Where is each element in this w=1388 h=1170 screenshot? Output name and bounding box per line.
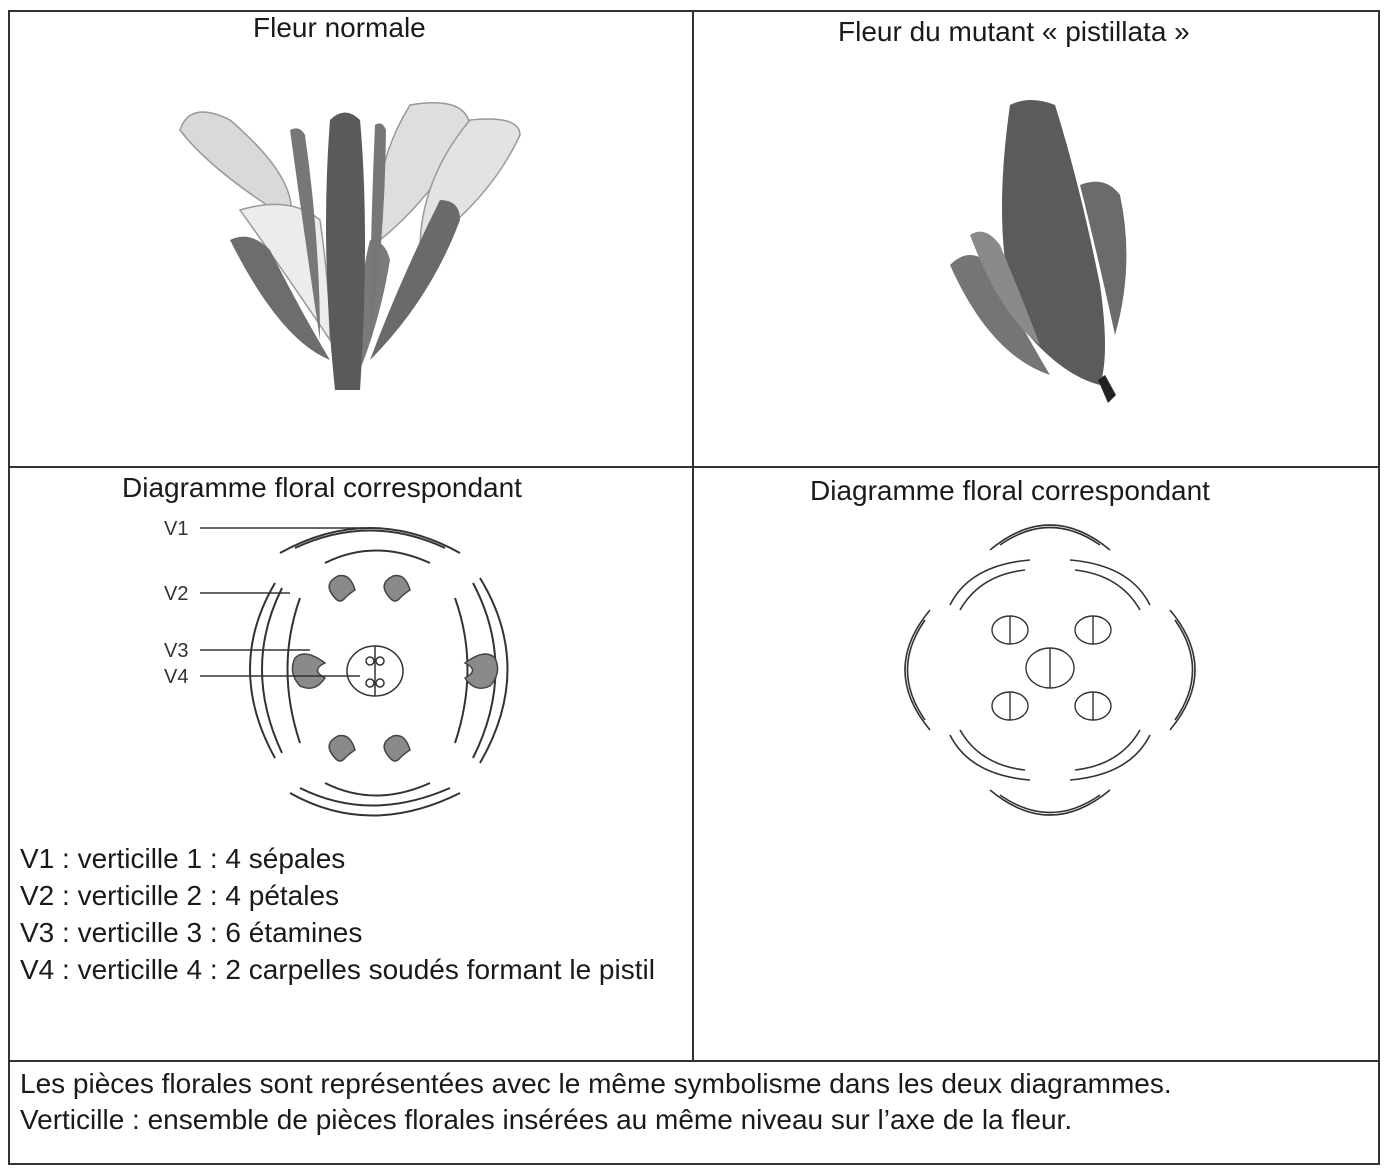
stamen-bottom-left [329, 736, 355, 761]
normal-flower-photo [170, 90, 540, 400]
table-border-bottom [8, 1163, 1380, 1165]
legend-v2: V2 : verticille 2 : 4 pétales [20, 877, 680, 914]
sepal-top-inner [295, 531, 445, 549]
normal-flower-title: Fleur normale [253, 12, 426, 44]
sepal-left-inner [262, 588, 282, 753]
stamen-right [465, 654, 498, 688]
legend-v3: V3 : verticille 3 : 6 étamines [20, 914, 680, 951]
legend-v4: V4 : verticille 4 : 2 carpelles soudés f… [20, 951, 680, 988]
table-divider-horizontal-1 [8, 466, 1380, 468]
sepal-top [280, 528, 460, 553]
table-divider-vertical [692, 10, 694, 1061]
petal-bottom [325, 783, 430, 796]
mutant-diagram-title: Diagramme floral correspondant [810, 475, 1210, 507]
footer-line-2: Verticille : ensemble de pièces florales… [20, 1102, 1172, 1138]
pistil [347, 646, 403, 696]
table-border-left [8, 10, 10, 1165]
mutant-flower-body [950, 100, 1126, 403]
mutant-carpels [992, 616, 1111, 720]
label-v2: V2 [164, 583, 188, 605]
normal-diagram-title: Diagramme floral correspondant [122, 472, 522, 504]
mutant-floral-diagram [890, 510, 1210, 830]
mutant-flower-photo [930, 95, 1150, 405]
label-v1: V1 [164, 518, 188, 540]
table-divider-horizontal-2 [8, 1060, 1380, 1062]
legend: V1 : verticille 1 : 4 sépales V2 : verti… [20, 840, 680, 988]
petal-top [325, 551, 430, 564]
normal-floral-diagram: V1 V2 V3 V4 [150, 508, 540, 818]
sepal-bottom-inner [300, 788, 450, 806]
label-v3: V3 [164, 640, 188, 662]
petal-right [455, 598, 468, 743]
mutant-flower-title: Fleur du mutant « pistillata » [838, 16, 1190, 48]
legend-v1: V1 : verticille 1 : 4 sépales [20, 840, 680, 877]
table-border-right [1378, 10, 1380, 1165]
label-v4: V4 [164, 666, 188, 688]
footer-line-1: Les pièces florales sont représentées av… [20, 1066, 1172, 1102]
stamen-bottom-right [384, 736, 410, 761]
stamen-top-right [384, 576, 410, 601]
table-border-top [8, 10, 1380, 12]
stamen-top-left [329, 576, 355, 601]
footer-notes: Les pièces florales sont représentées av… [20, 1066, 1172, 1138]
stamen-left [292, 654, 325, 688]
